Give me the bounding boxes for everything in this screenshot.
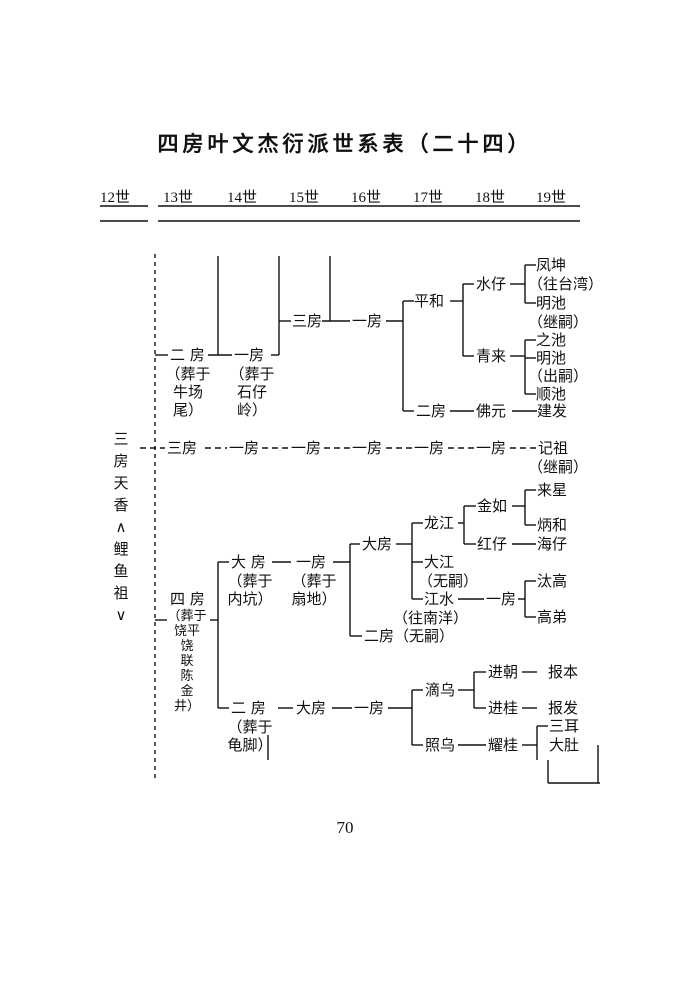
node-zhaowu: 照乌 (425, 736, 456, 754)
node-erfang-17: 二房 (416, 402, 447, 420)
node-fengkun: 凤坤 (536, 256, 567, 274)
node-yifang-16b: 一房 (354, 699, 385, 717)
node-longjiang: 龙江 (424, 514, 455, 532)
node-erfang-13-note: （葬于 牛场 尾） (165, 365, 211, 419)
node-mingchi-b: 明池 (536, 349, 567, 367)
node-fengkun-note: （往台湾） (528, 275, 604, 293)
node-binghe: 炳和 (537, 516, 568, 534)
generation-17: 17世 (413, 190, 444, 206)
node-yifang-15: 一房 (296, 553, 327, 571)
node-mingchi-a: 明池 (536, 294, 567, 312)
node-erfang-16b: 二房（无嗣） (364, 627, 455, 645)
node-dafang-14: 大 房 (231, 553, 266, 571)
node-dajiang: 大江 (424, 553, 455, 571)
node-yifang-a: 一房 (229, 439, 260, 457)
node-dadu: 大肚 (549, 736, 580, 754)
node-jianfa: 建发 (537, 402, 568, 420)
node-jizu-note: （继嗣） (528, 458, 589, 476)
node-yifang-14: 一房 (234, 346, 265, 364)
generation-14: 14世 (227, 190, 258, 206)
node-sanerr: 三耳 (549, 717, 580, 735)
node-jizu: 记祖 (538, 439, 569, 457)
node-yifang-d: 一房 (414, 439, 445, 457)
node-yifang-b: 一房 (291, 439, 322, 457)
node-dafang-14-note: （葬于 内坑） (227, 572, 273, 608)
node-dafang-15b: 大房 (296, 699, 327, 717)
node-yifang-15-note: （葬于 扇地） (291, 572, 337, 608)
generation-16: 16世 (351, 190, 382, 206)
node-baoben: 报本 (548, 663, 579, 681)
node-jinru: 金如 (477, 497, 508, 515)
node-yifang-14-note: （葬于 石仔 岭） (229, 365, 275, 419)
page-title: 四房叶文杰衍派世系表（二十四） (157, 132, 533, 156)
node-dajiang-note: （无嗣） (418, 572, 479, 590)
node-haizi: 海仔 (537, 535, 568, 553)
node-yifang-c: 一房 (352, 439, 383, 457)
node-shunchi: 顺池 (536, 385, 567, 403)
node-laixing: 来星 (537, 481, 568, 499)
node-shuizi: 水仔 (476, 275, 507, 293)
node-mingchi-b-note: （出嗣） (528, 367, 589, 385)
generation-15: 15世 (289, 190, 320, 206)
node-yifang-e: 一房 (476, 439, 507, 457)
node-yaogui: 耀桂 (488, 736, 519, 754)
ancestor-label: 三房天香∧鲤鱼祖∨ (113, 430, 129, 624)
node-zhichi: 之池 (536, 331, 567, 349)
node-erfang-14b: 二 房 (231, 699, 266, 717)
node-taigao: 汰高 (537, 572, 568, 590)
node-sifang-13-note: （葬于 饶平 饶 联 陈 金 井） (167, 609, 207, 714)
node-foyuan: 佛元 (476, 402, 507, 420)
page-number: 70 (336, 818, 354, 837)
node-hongzi: 红仔 (477, 535, 508, 553)
node-sanfang-15: 三房 (292, 312, 323, 330)
node-dafang-16: 大房 (362, 535, 393, 553)
node-jiangshui: 江水 (424, 590, 455, 608)
node-pinghe: 平和 (414, 292, 445, 310)
node-jiangshui-note: （往南洋） (393, 609, 469, 627)
node-mingchi-a-note: （继嗣） (528, 313, 589, 331)
generation-13: 13世 (163, 190, 194, 206)
generation-12: 12世 (100, 190, 131, 206)
generation-19: 19世 (536, 190, 567, 206)
node-erfang-13: 二 房 (170, 346, 205, 364)
node-jinchao: 进朝 (488, 663, 519, 681)
node-yifang-16: 一房 (352, 312, 383, 330)
generation-18: 18世 (475, 190, 506, 206)
node-sanfang-13: 三房 (167, 439, 198, 457)
node-erfang-14b-note: （葬于 龟脚） (227, 718, 273, 754)
node-yifang-18: 一房 (486, 590, 517, 608)
node-qinglai: 青来 (476, 347, 507, 365)
node-sifang-13: 四 房 (170, 590, 205, 608)
node-baofa: 报发 (548, 699, 579, 717)
node-diaowu: 滴乌 (425, 681, 456, 699)
node-jingui: 进桂 (488, 699, 519, 717)
node-gaodi: 高弟 (537, 608, 568, 626)
